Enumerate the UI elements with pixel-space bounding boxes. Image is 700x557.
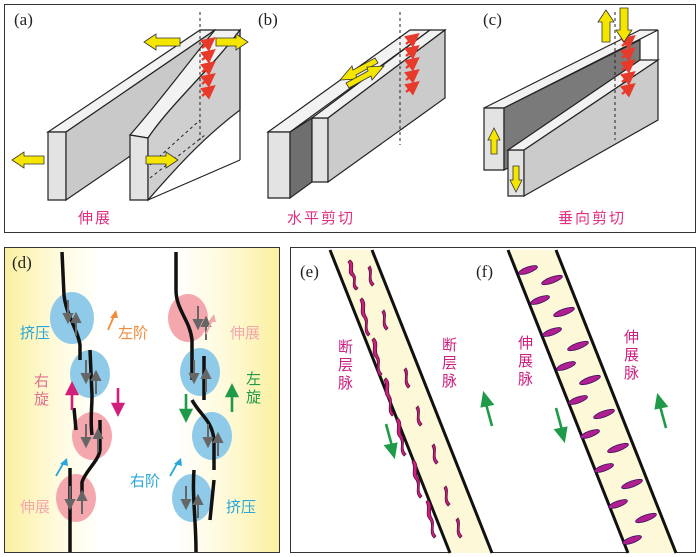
panel-f-label: (f) (476, 262, 493, 281)
panel-e-label: (e) (300, 262, 319, 281)
label-right-step: 右阶 (130, 472, 161, 490)
yellow-arrows-c (487, 7, 633, 193)
label-fault-vein-right: 断层脉 (442, 336, 458, 390)
caption-horizontal-shear: 水平剪切 (287, 209, 356, 227)
extension-veins-f (518, 265, 657, 545)
caption-vertical-shear: 垂向剪切 (558, 209, 627, 227)
panel-d (4, 247, 280, 553)
red-arrows-c (620, 35, 636, 98)
label-extension-vein-right: 伸展脉 (624, 328, 640, 382)
label-compress-left: 挤压 (20, 324, 51, 342)
panel-c-label: (c) (483, 10, 502, 29)
yellow-arrows-b (339, 57, 385, 89)
label-extension-right: 伸展 (230, 324, 261, 342)
panel-d-label: (d) (12, 253, 32, 272)
yellow-arrows-a (11, 33, 249, 169)
label-fault-vein-left: 断层脉 (338, 338, 354, 392)
red-arrows-b (404, 33, 420, 96)
label-extension-vein-left: 伸展脉 (518, 334, 534, 388)
fault-veins-e (347, 259, 463, 539)
panel-b-label: (b) (258, 10, 278, 29)
label-dextral: 右旋 (34, 372, 50, 408)
panel-a-label: (a) (14, 10, 33, 29)
red-arrows-a (200, 37, 216, 100)
label-left-step: 左阶 (118, 324, 149, 342)
caption-extension: 伸展 (78, 209, 113, 227)
label-sinistral: 左旋 (246, 370, 262, 406)
label-extension-left: 伸展 (20, 498, 51, 516)
label-compress-right: 挤压 (226, 498, 257, 516)
